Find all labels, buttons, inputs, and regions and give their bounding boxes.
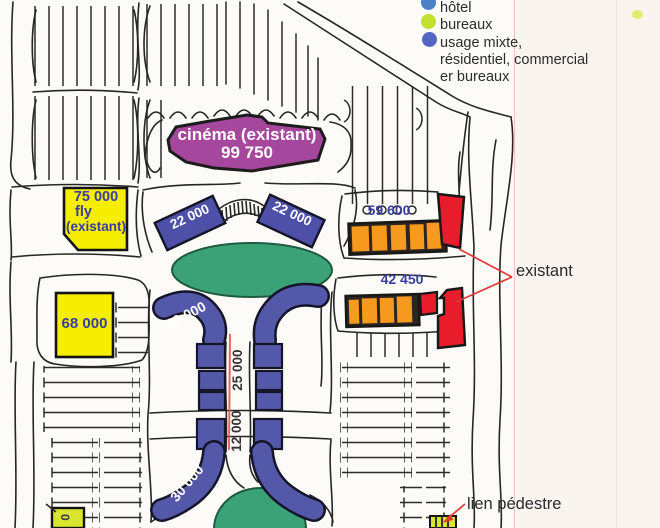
scan-smudge	[632, 10, 643, 19]
cinema-label-area: 99 750	[221, 142, 273, 162]
scan-edge-line-2	[616, 0, 617, 528]
label-12000: 12 000	[228, 410, 244, 452]
usage-mixte-dot-icon	[422, 32, 437, 47]
lien-pedestre-annotation: lien pédestre	[467, 495, 562, 513]
legend-label-usage-mixte-line2: résidentiel, commercial	[440, 52, 589, 68]
existing-red-building-1	[436, 192, 466, 250]
fly-label-area: 75 000	[73, 189, 119, 205]
road-network	[9, 1, 514, 528]
cinema-label-name: cinéma (existant)	[177, 125, 317, 144]
label-68000: 68 000	[61, 315, 108, 332]
label-59600: 59 600	[367, 202, 411, 218]
parking-hatches	[34, 1, 450, 528]
cinema-building	[166, 113, 327, 173]
existing-red-building-2a	[418, 290, 439, 317]
building-68000	[54, 291, 115, 359]
building-bottom-left	[50, 506, 86, 528]
spine-measure-line	[228, 333, 231, 451]
bureaux-dot-icon	[421, 14, 436, 29]
strip-row-42450	[344, 292, 421, 329]
legend-label-hotel: hôtel	[440, 0, 472, 16]
label-25000: 25 000	[229, 349, 245, 391]
legend-label-usage-mixte: usage mixte,	[440, 35, 523, 51]
existing-red-building-2b	[436, 286, 467, 350]
existant-annotation: existant	[516, 262, 573, 280]
fly-label: 75 000 fly (existant)	[64, 189, 128, 235]
central-park-oval	[171, 242, 333, 298]
central-complex	[150, 282, 330, 522]
scan-margin	[514, 0, 660, 528]
legend-label-usage-mixte-line3: er bureaux	[440, 69, 510, 85]
building-22000-left	[153, 194, 227, 252]
fly-building	[62, 186, 129, 252]
strip-row-59600	[347, 219, 448, 256]
fly-label-name: fly	[75, 204, 92, 221]
scan-edge-line	[514, 0, 515, 528]
cinema-label: cinéma (existant) 99 750	[162, 126, 332, 162]
lien-pedestre-arrowhead	[442, 514, 453, 523]
fly-label-existant: (existant)	[65, 219, 126, 235]
label-bottom-left-box: 0	[58, 513, 73, 521]
label-42450: 42 450	[380, 271, 424, 287]
hotel-dot-icon	[421, 0, 436, 10]
legend-label-bureaux: bureaux	[440, 17, 493, 33]
building-22000-right	[255, 193, 327, 249]
